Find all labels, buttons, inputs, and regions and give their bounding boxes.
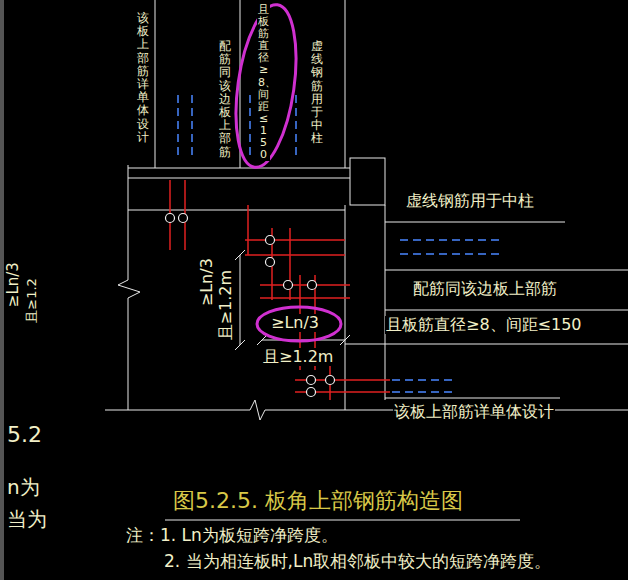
vertical-note: 配筋同该边板上部筋 <box>218 40 232 159</box>
cropped-text: 当为 <box>6 508 48 531</box>
cropped-text: 且≥1.2 <box>25 277 40 324</box>
vertical-note: 且板筋直径≥8、间距≤150 <box>257 4 270 161</box>
bar-note: 且板筋直径≥8、间距≤150 <box>385 316 583 334</box>
cropped-text: n为 <box>6 476 41 499</box>
figure-caption: 图5.2.5. 板角上部钢筋构造图 <box>172 488 464 513</box>
bar-note: 该板上部筋详单体设计 <box>393 403 555 421</box>
dimension-text: ≥Ln/3 <box>270 314 320 332</box>
bar-note: 配筋同该边板上部筋 <box>412 280 558 298</box>
bar-note: 虚线钢筋用于中柱 <box>405 192 535 210</box>
cropped-text: 5.2 <box>6 422 43 447</box>
dimension-text: ≥Ln/3 <box>198 257 216 307</box>
cropped-text: ≥Ln/3 <box>5 261 22 308</box>
footnote: 2. 当为相连板时,Ln取相邻板中较大的短跨净跨度。 <box>163 552 552 572</box>
vertical-note: 该板上部筋详单体设计 <box>136 12 150 144</box>
footnote: 注：1. Ln为板短跨净跨度。 <box>125 526 339 546</box>
dimension-text: 且≥1.2m <box>217 269 235 341</box>
vertical-note: 虚线钢筋用于中柱 <box>310 40 324 146</box>
dimension-text: 且≥1.2m <box>262 348 334 366</box>
